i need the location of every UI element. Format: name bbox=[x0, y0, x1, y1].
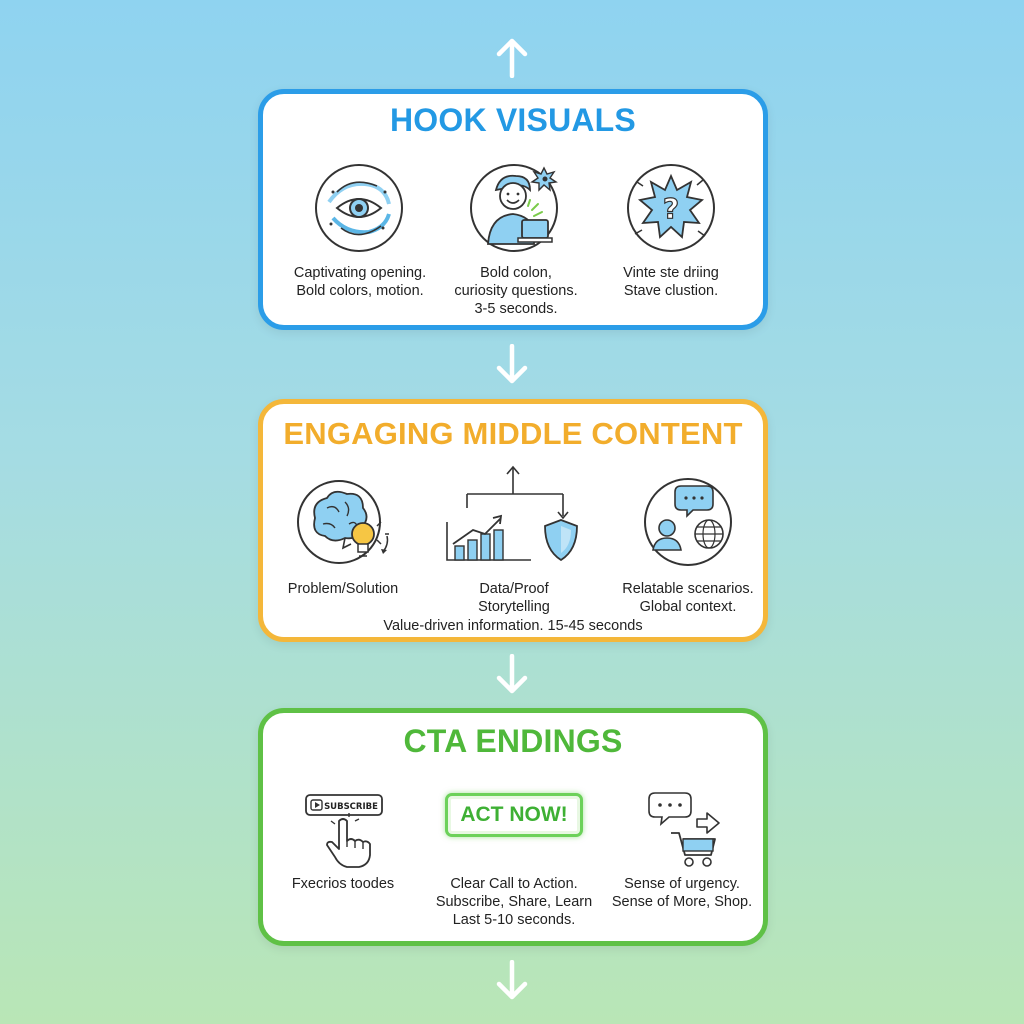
act-now-button[interactable]: ACT NOW! bbox=[445, 793, 583, 837]
middle-caption-1: Problem/Solution bbox=[287, 581, 399, 597]
hook-visuals-title: HOOK VISUALS bbox=[390, 102, 636, 138]
arrow-down-2 bbox=[493, 654, 531, 694]
cta-endings-title: CTA ENDINGS bbox=[403, 723, 623, 759]
cta-caption-1: Fxecrios toodes bbox=[291, 876, 395, 892]
svg-text:?: ? bbox=[663, 192, 679, 225]
chat-cart-icon bbox=[647, 789, 723, 869]
hook-caption-1: Captivating opening. Bold colors, motion… bbox=[293, 265, 427, 299]
middle-caption-3: Relatable scenarios. Global context. bbox=[622, 581, 754, 615]
chart-shield-icon bbox=[443, 464, 593, 572]
person-globe-chat-icon bbox=[641, 476, 735, 568]
hook-caption-3: Vinte ste driing Stave clustion. bbox=[623, 265, 719, 299]
brain-lightbulb-icon bbox=[293, 478, 399, 568]
hook-caption-2: Bold colon, curiosity questions. 3-5 sec… bbox=[454, 265, 578, 317]
hand-subscribe-icon: SUBSCRIBE bbox=[303, 791, 387, 869]
engaging-middle-content-title: ENGAGING MIDDLE CONTENT bbox=[283, 416, 743, 451]
cta-caption-2: Clear Call to Action. Subscribe, Share, … bbox=[435, 876, 593, 928]
arrow-down-icon bbox=[496, 654, 528, 694]
engaging-middle-content-card: ENGAGING MIDDLE CONTENT bbox=[258, 399, 768, 642]
middle-footer: Value-driven information. 15-45 seconds bbox=[383, 618, 643, 634]
arrow-down-icon bbox=[496, 960, 528, 1000]
cta-caption-3: Sense of urgency. Sense of More, Shop. bbox=[611, 876, 753, 910]
hook-visuals-card: HOOK VISUALS bbox=[258, 89, 768, 330]
arrow-up-top bbox=[493, 38, 531, 78]
arrow-down-1 bbox=[493, 344, 531, 384]
subscribe-label: SUBSCRIBE bbox=[324, 802, 378, 812]
middle-caption-2: Data/Proof Storytelling bbox=[478, 581, 550, 615]
cta-endings-card: CTA ENDINGS SUBSCRIBE ACT NOW! Fxecrios … bbox=[258, 708, 768, 946]
eye-swirl-icon bbox=[313, 162, 405, 254]
person-laptop-icon bbox=[470, 160, 566, 256]
arrow-up-icon bbox=[496, 38, 528, 78]
arrow-down-icon bbox=[496, 344, 528, 384]
arrow-down-3 bbox=[493, 960, 531, 1000]
question-burst-icon: ? bbox=[625, 162, 717, 254]
